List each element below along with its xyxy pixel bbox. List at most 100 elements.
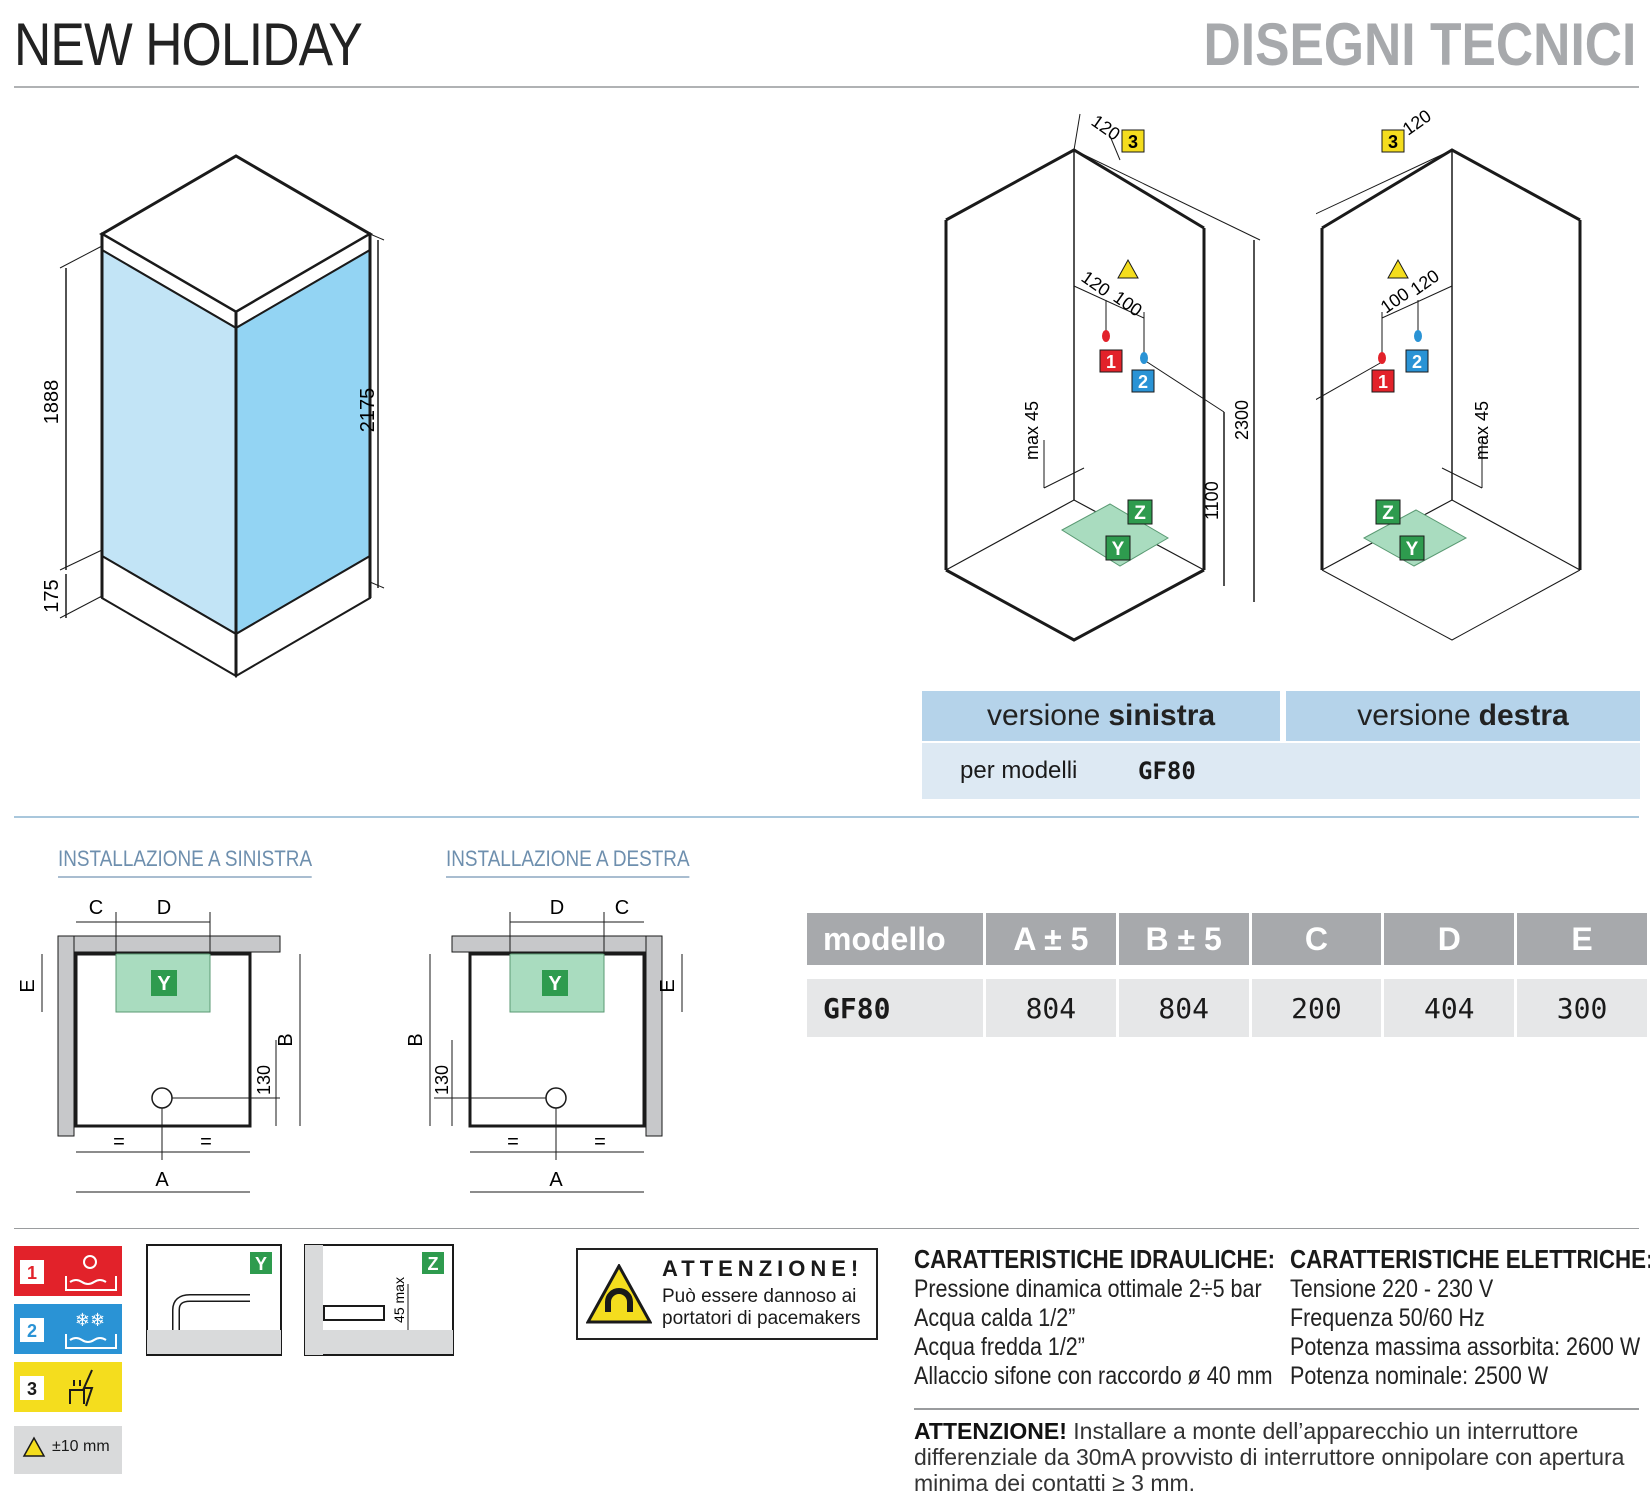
- detail-y-drain: Y: [146, 1244, 282, 1356]
- plan-d: D: [157, 897, 171, 919]
- spec-header: D: [1384, 913, 1515, 965]
- snowflake-icon: ❄❄: [75, 1310, 105, 1330]
- install-left-title: INSTALLAZIONE A SINISTRA: [58, 846, 313, 878]
- warning-line2: portatori di pacemakers: [662, 1308, 861, 1329]
- footer-divider: [14, 1228, 1639, 1229]
- version-right-bold: destra: [1478, 699, 1569, 732]
- install-plan-left: Y C D E B 130 = = A: [17, 897, 301, 1193]
- water-cold-icon: [65, 1334, 117, 1349]
- warning-line1: Può essere dannoso ai: [662, 1286, 857, 1307]
- bottom-note-text: Installare a monte dell’apparecchio un i…: [914, 1418, 1625, 1496]
- warning-icon: [22, 1436, 46, 1457]
- hydraulic-title: CARATTERISTICHE IDRAULICHE:: [914, 1244, 1276, 1274]
- spec-header: modello: [807, 913, 983, 965]
- plan-e: E: [17, 979, 39, 992]
- plan-a: A: [155, 1169, 169, 1191]
- legend-1-label: 1: [27, 1263, 37, 1283]
- technical-drawing-right: 3 1 2 Z Y 120 120 100 max 45 1100 2300: [1316, 106, 1582, 641]
- spec-header: C: [1251, 913, 1382, 965]
- dim-120: 120: [1078, 267, 1114, 301]
- electric-title: CARATTERISTICHE ELETTRICHE:: [1290, 1244, 1650, 1274]
- bottom-note: ATTENZIONE! Installare a monte dell’appa…: [914, 1418, 1639, 1496]
- sun-icon: [83, 1255, 97, 1269]
- hydraulic-line: Allaccio sifone con raccordo ø 40 mm: [914, 1362, 1273, 1390]
- spec-table: modello A ± 5 B ± 5 C D E GF80 804 804 2…: [804, 913, 1650, 1037]
- pacemaker-warning-box: ATTENZIONE! Può essere dannoso ai portat…: [576, 1248, 878, 1340]
- version-right-prefix: versione: [1357, 699, 1471, 732]
- hydraulic-section: CARATTERISTICHE IDRAULICHE: Pressione di…: [914, 1244, 1334, 1391]
- water-hot-icon: [65, 1276, 117, 1291]
- dim-120: 120: [1407, 266, 1443, 300]
- legend-tolerance: ±10 mm: [52, 1438, 110, 1455]
- warning-title: ATTENZIONE!: [662, 1256, 864, 1281]
- detail-y-label: Y: [255, 1254, 267, 1274]
- badge-3: 3: [1128, 132, 1138, 152]
- section-divider: [14, 816, 1639, 818]
- legend-2-label: 2: [27, 1321, 37, 1341]
- dim-120-top: 120: [1088, 111, 1124, 145]
- badge-2: 2: [1138, 372, 1148, 392]
- detail-z-label: Z: [428, 1254, 439, 1274]
- cabin-isometric-drawing: 1888 175 2175: [41, 154, 385, 678]
- plan-e: E: [657, 979, 679, 992]
- models-row: per modelli GF80: [922, 743, 1640, 799]
- magnet-warning-icon: [586, 1264, 652, 1324]
- badge-z: Z: [1382, 503, 1394, 524]
- spec-header-row: modello A ± 5 B ± 5 C D E: [807, 913, 1647, 965]
- plan-eq-2: =: [594, 1131, 606, 1153]
- plan-a: A: [549, 1169, 563, 1191]
- install-right-title: INSTALLAZIONE A DESTRA: [446, 846, 690, 878]
- plan-eq-1: =: [113, 1131, 125, 1153]
- spec-header: B ± 5: [1118, 913, 1249, 965]
- spec-cell: GF80: [807, 979, 983, 1037]
- hydraulic-line: Pressione dinamica ottimale 2÷5 bar: [914, 1275, 1262, 1303]
- plan-130: 130: [432, 1065, 452, 1095]
- detail-z-drain: 45 max Z: [304, 1244, 454, 1356]
- install-plan-right: Y D C E B 130 = = A: [405, 897, 683, 1193]
- badge-2: 2: [1412, 352, 1422, 372]
- electric-line: Potenza nominale: 2500 W: [1290, 1362, 1549, 1390]
- page-title: NEW HOLIDAY: [14, 11, 363, 78]
- dim-max45: max 45: [1472, 401, 1492, 460]
- version-left-bold: sinistra: [1108, 699, 1216, 732]
- spec-header: E: [1517, 913, 1647, 965]
- detail-z-dim: 45 max: [391, 1277, 407, 1323]
- technical-drawing-left: 3 1 2 Z Y 120 120 100 max 45 1100 2300: [944, 111, 1261, 642]
- models-value: GF80: [1138, 757, 1196, 785]
- plan-eq-1: =: [507, 1131, 519, 1153]
- plan-c: C: [615, 897, 629, 919]
- dim-100: 100: [1110, 287, 1146, 321]
- plan-b: B: [275, 1033, 297, 1046]
- note-divider: [914, 1408, 1639, 1410]
- legend-3-label: 3: [27, 1379, 37, 1399]
- spec-cell: 200: [1251, 979, 1382, 1037]
- header-divider: [14, 86, 1639, 88]
- dim-max45: max 45: [1022, 401, 1042, 460]
- badge-z: Z: [1134, 503, 1146, 524]
- dim-1100: 1100: [1202, 481, 1222, 520]
- legend-icons: 1 2 ❄❄ 3: [14, 1246, 122, 1474]
- section-title: DISEGNI TECNICI: [1203, 11, 1636, 78]
- plan-130: 130: [254, 1065, 274, 1095]
- plan-b: B: [405, 1033, 427, 1046]
- plan-y-label: Y: [548, 973, 562, 995]
- badge-1: 1: [1106, 352, 1116, 372]
- dim-175: 175: [41, 579, 63, 612]
- hydraulic-line: Acqua calda 1/2”: [914, 1304, 1076, 1332]
- electric-line: Frequenza 50/60 Hz: [1290, 1304, 1485, 1332]
- plan-y-label: Y: [157, 973, 171, 995]
- electric-section: CARATTERISTICHE ELETTRICHE: Tensione 220…: [1290, 1244, 1650, 1391]
- spec-cell: 804: [1118, 979, 1249, 1037]
- plan-c: C: [89, 897, 103, 919]
- dim-1888: 1888: [41, 380, 63, 425]
- spec-header: A ± 5: [985, 913, 1116, 965]
- spec-cell: 804: [985, 979, 1116, 1037]
- electric-plug-icon: [69, 1369, 94, 1407]
- badge-1: 1: [1378, 372, 1388, 392]
- bottom-note-bold: ATTENZIONE!: [914, 1418, 1067, 1444]
- spec-cell: 404: [1384, 979, 1515, 1037]
- electric-line: Potenza massima assorbita: 2600 W: [1290, 1333, 1641, 1361]
- plan-d: D: [550, 897, 564, 919]
- models-label: per modelli: [960, 757, 1078, 784]
